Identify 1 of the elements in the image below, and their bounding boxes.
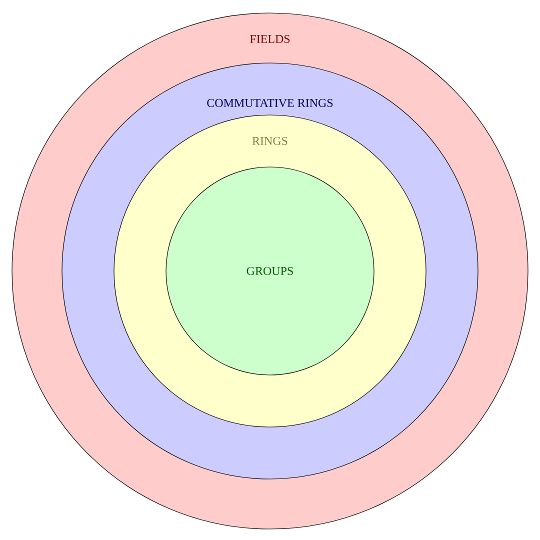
circle-region: GROUPS: [166, 166, 374, 376]
